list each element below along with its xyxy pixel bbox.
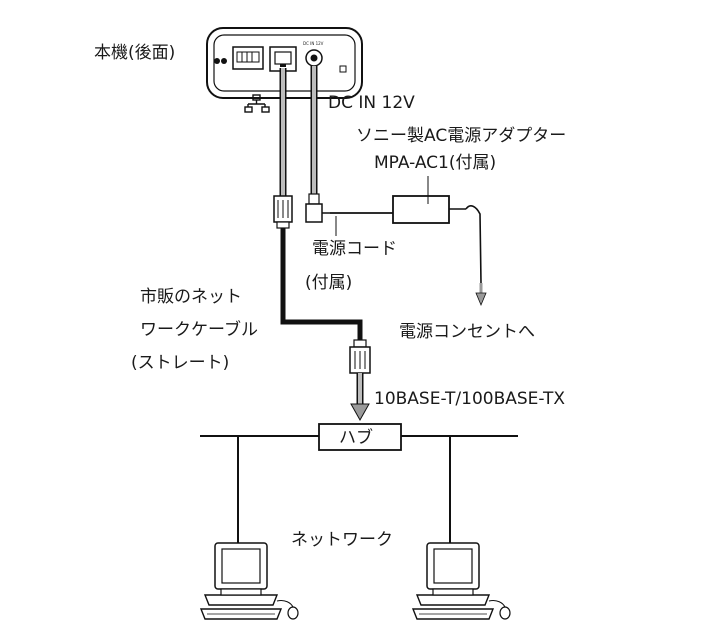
dc-cable [305, 66, 394, 223]
label-network: ネットワーク [291, 530, 393, 550]
device-rear-panel: DC IN 12V [206, 27, 363, 99]
lan-plug-bottom [349, 339, 371, 374]
label-power-cord-line2: (付属) [305, 273, 352, 293]
label-network-cable-line1: 市販のネット [140, 287, 242, 307]
device-port-text: DC IN 12V [303, 41, 324, 46]
label-hub: ハブ [339, 427, 373, 448]
ac-adapter [392, 195, 487, 307]
hub-box [318, 423, 402, 451]
network-port-icon [244, 94, 270, 113]
computer-icon [411, 542, 511, 620]
computer-icon [199, 542, 299, 620]
network-cable [273, 68, 371, 422]
label-adapter-line1: ソニー製AC電源アダプター [356, 126, 566, 146]
label-network-cable-line2: ワークケーブル [140, 319, 258, 340]
label-network-cable-line3: (ストレート) [131, 353, 229, 373]
label-adapter-line2: MPA-AC1(付属) [374, 153, 496, 173]
label-outlet: 電源コンセントへ [399, 322, 535, 342]
network-bus [200, 423, 518, 552]
label-power-cord-line1: 電源コード [312, 239, 397, 259]
lan-plug-top [273, 195, 293, 229]
label-dc-in: DC IN 12V [328, 93, 415, 113]
label-device-rear: 本機(後面) [94, 43, 175, 63]
label-lan-standard: 10BASE-T/100BASE-TX [374, 389, 565, 409]
